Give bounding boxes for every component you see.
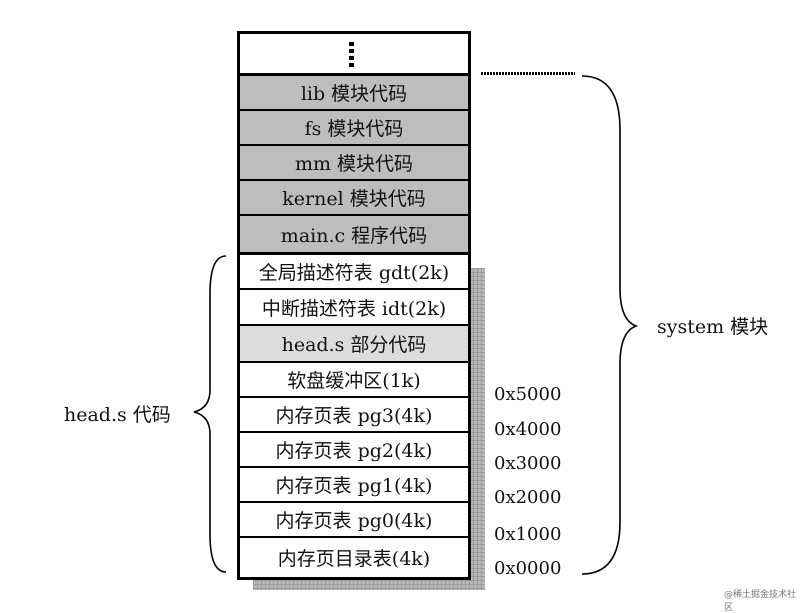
block-pg3: 内存页表 pg3(4k) <box>240 398 468 433</box>
block-idt: 中断描述符表 idt(2k) <box>240 290 468 326</box>
address-label: 0x1000 <box>494 524 562 545</box>
system-module-brace <box>581 75 639 575</box>
address-label: 0x5000 <box>494 384 562 405</box>
system-module-label: system 模块 <box>657 316 769 338</box>
block-main: main.c 程序代码 <box>240 216 468 255</box>
memory-stack: lib 模块代码 fs 模块代码 mm 模块代码 kernel 模块代码 mai… <box>237 31 471 580</box>
head-code-brace <box>193 255 227 573</box>
block-floppy-buffer: 软盘缓冲区(1k) <box>240 363 468 398</box>
block-gdt: 全局描述符表 gdt(2k) <box>240 255 468 290</box>
block-pg0: 内存页表 pg0(4k) <box>240 503 468 538</box>
address-label: 0x4000 <box>494 419 562 440</box>
block-head-code: head.s 部分代码 <box>240 326 468 363</box>
address-label: 0x0000 <box>494 558 562 579</box>
block-page-directory: 内存页目录表(4k) <box>240 538 468 577</box>
address-label: 0x2000 <box>494 487 562 508</box>
dotted-separator <box>481 72 575 75</box>
block-pg1: 内存页表 pg1(4k) <box>240 468 468 503</box>
block-kernel: kernel 模块代码 <box>240 181 468 216</box>
top-ellipsis-cell <box>240 34 468 76</box>
block-mm: mm 模块代码 <box>240 146 468 181</box>
block-lib: lib 模块代码 <box>240 76 468 111</box>
block-fs: fs 模块代码 <box>240 111 468 146</box>
watermark: @稀土掘金技术社区 <box>724 590 797 613</box>
address-label: 0x3000 <box>494 453 562 474</box>
vertical-ellipsis-icon <box>349 42 354 68</box>
block-pg2: 内存页表 pg2(4k) <box>240 433 468 468</box>
head-code-label: head.s 代码 <box>64 404 171 426</box>
